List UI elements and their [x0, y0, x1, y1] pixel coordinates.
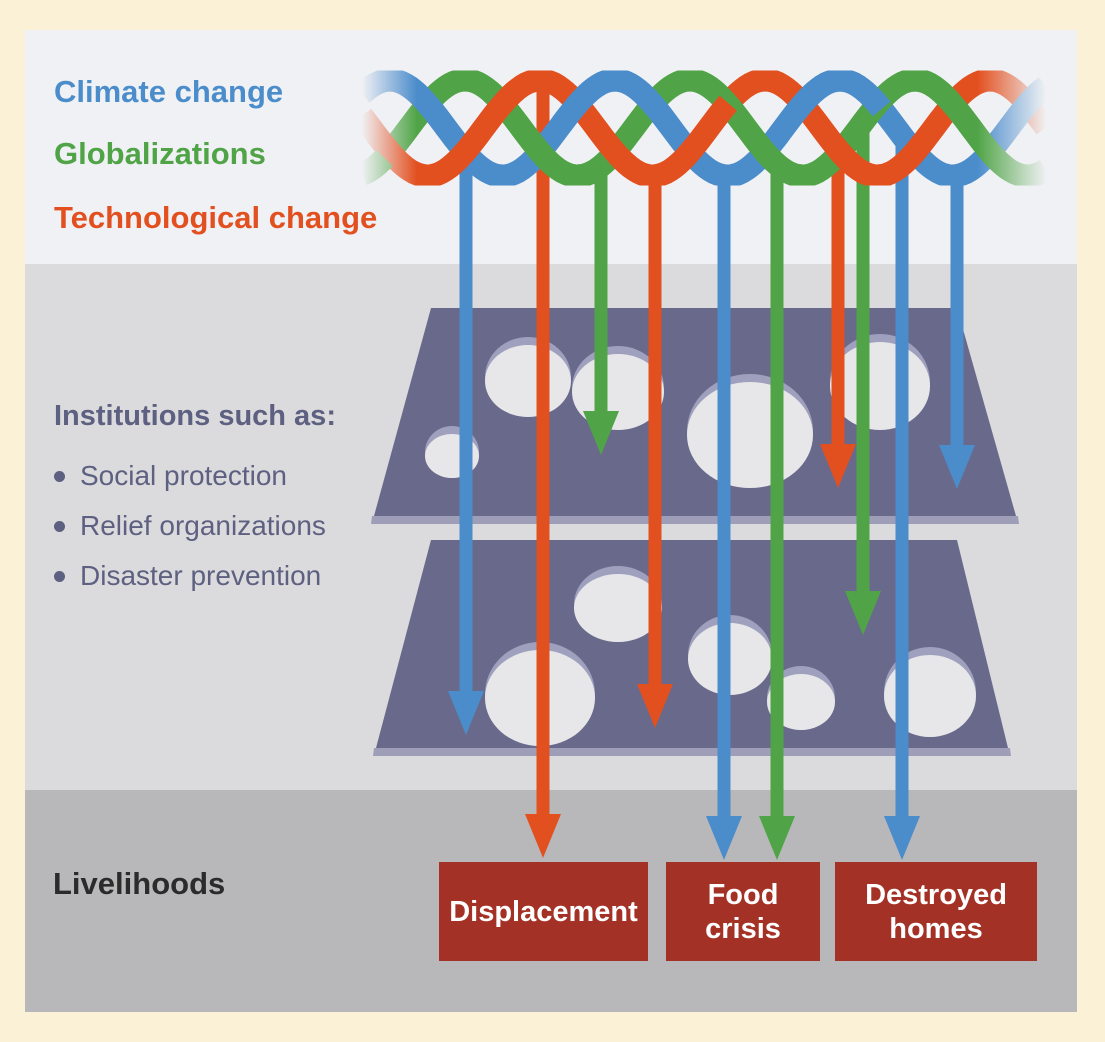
outcome-box-destroyed-homes: Destroyed homes: [835, 862, 1037, 961]
driver-label-globalizations: Globalizations: [54, 136, 266, 171]
outcome-box-food-crisis: Food crisis: [666, 862, 820, 961]
outcome-box-label: Displacement: [449, 895, 638, 928]
institution-item-disaster-prevention: Disaster prevention: [54, 551, 336, 601]
livelihoods-heading: Livelihoods: [53, 866, 226, 901]
institution-item-relief-organizations: Relief organizations: [54, 501, 336, 551]
bullet-dot: [54, 470, 65, 482]
institution-item-social-protection: Social protection: [54, 451, 336, 501]
institutions-legend: Institutions such as: Social protection …: [54, 400, 336, 601]
outcome-box-label: Food crisis: [705, 878, 781, 945]
driver-label-technological-change: Technological change: [54, 200, 378, 235]
institution-item-label: Disaster prevention: [80, 560, 322, 591]
outcome-box-label: Destroyed homes: [865, 878, 1007, 945]
bullet-dot: [54, 520, 65, 532]
institution-item-label: Relief organizations: [80, 510, 326, 541]
institutions-heading: Institutions such as:: [54, 400, 336, 432]
bullet-dot: [54, 570, 65, 582]
outcome-box-displacement: Displacement: [439, 862, 648, 961]
driver-label-climate-change: Climate change: [54, 74, 284, 109]
institution-item-label: Social protection: [80, 460, 288, 491]
